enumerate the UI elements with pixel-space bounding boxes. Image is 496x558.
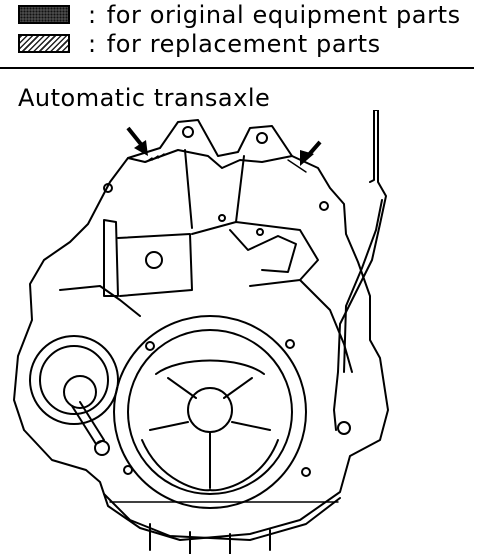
left-sealant-arrow [128,128,148,156]
bolt-hole [257,133,267,143]
housing-bolt [146,342,154,350]
oil-pan-rib [150,524,270,554]
housing-bolt [302,468,310,476]
bolt-hole [183,127,193,137]
housing-flange [128,150,292,168]
lever-knob [95,441,109,455]
oil-pan [104,494,340,540]
converter-vane [142,440,210,490]
valve-linkage [230,230,296,272]
converter-vane [156,361,264,375]
divider-line [0,67,474,69]
converter-housing [114,316,306,508]
sealant-hatch-left [146,154,164,162]
valve-component [146,252,162,268]
bolt-hole [320,202,328,210]
case-detail-line [60,286,140,316]
converter-housing-inner [128,330,292,494]
differential-case [30,336,118,424]
small-bolt [219,215,225,221]
converter-hub [188,388,232,432]
housing-bolt [286,340,294,348]
sealant-hatch-right [288,160,306,172]
drain-plug [338,422,350,434]
dipstick-tube-inner [344,200,382,372]
converter-vane [210,440,278,490]
internal-bracket [104,220,118,296]
replacement-swatch [18,34,70,53]
internal-frame-2 [192,222,318,286]
housing-rib-right [236,156,244,222]
housing-bolt [124,466,132,474]
housing-rib-left [185,150,192,228]
transaxle-figure [0,110,496,554]
legend: : for original equipment parts : for repla… [18,0,461,58]
figure-caption: Automatic transaxle [18,84,271,112]
case-detail-line [300,280,352,372]
dipstick-tube [334,110,386,430]
small-bolt [257,229,263,235]
converter-spoke [150,378,270,488]
drive-shaft-opening [64,376,96,408]
bolt-hole [104,184,112,192]
legend-colon: : [88,0,97,29]
differential-case-inner [40,346,108,414]
transaxle-drawing [0,110,496,554]
legend-label-original: for original equipment parts [106,0,461,29]
transaxle-case-outline [14,120,388,540]
legend-colon: : [88,29,97,58]
original-equipment-swatch [18,5,70,24]
legend-row-replacement: : for replacement parts [18,29,461,58]
legend-row-original: : for original equipment parts [18,0,461,29]
right-sealant-arrow [300,142,320,166]
legend-label-replacement: for replacement parts [106,29,381,58]
internal-frame [118,234,192,296]
